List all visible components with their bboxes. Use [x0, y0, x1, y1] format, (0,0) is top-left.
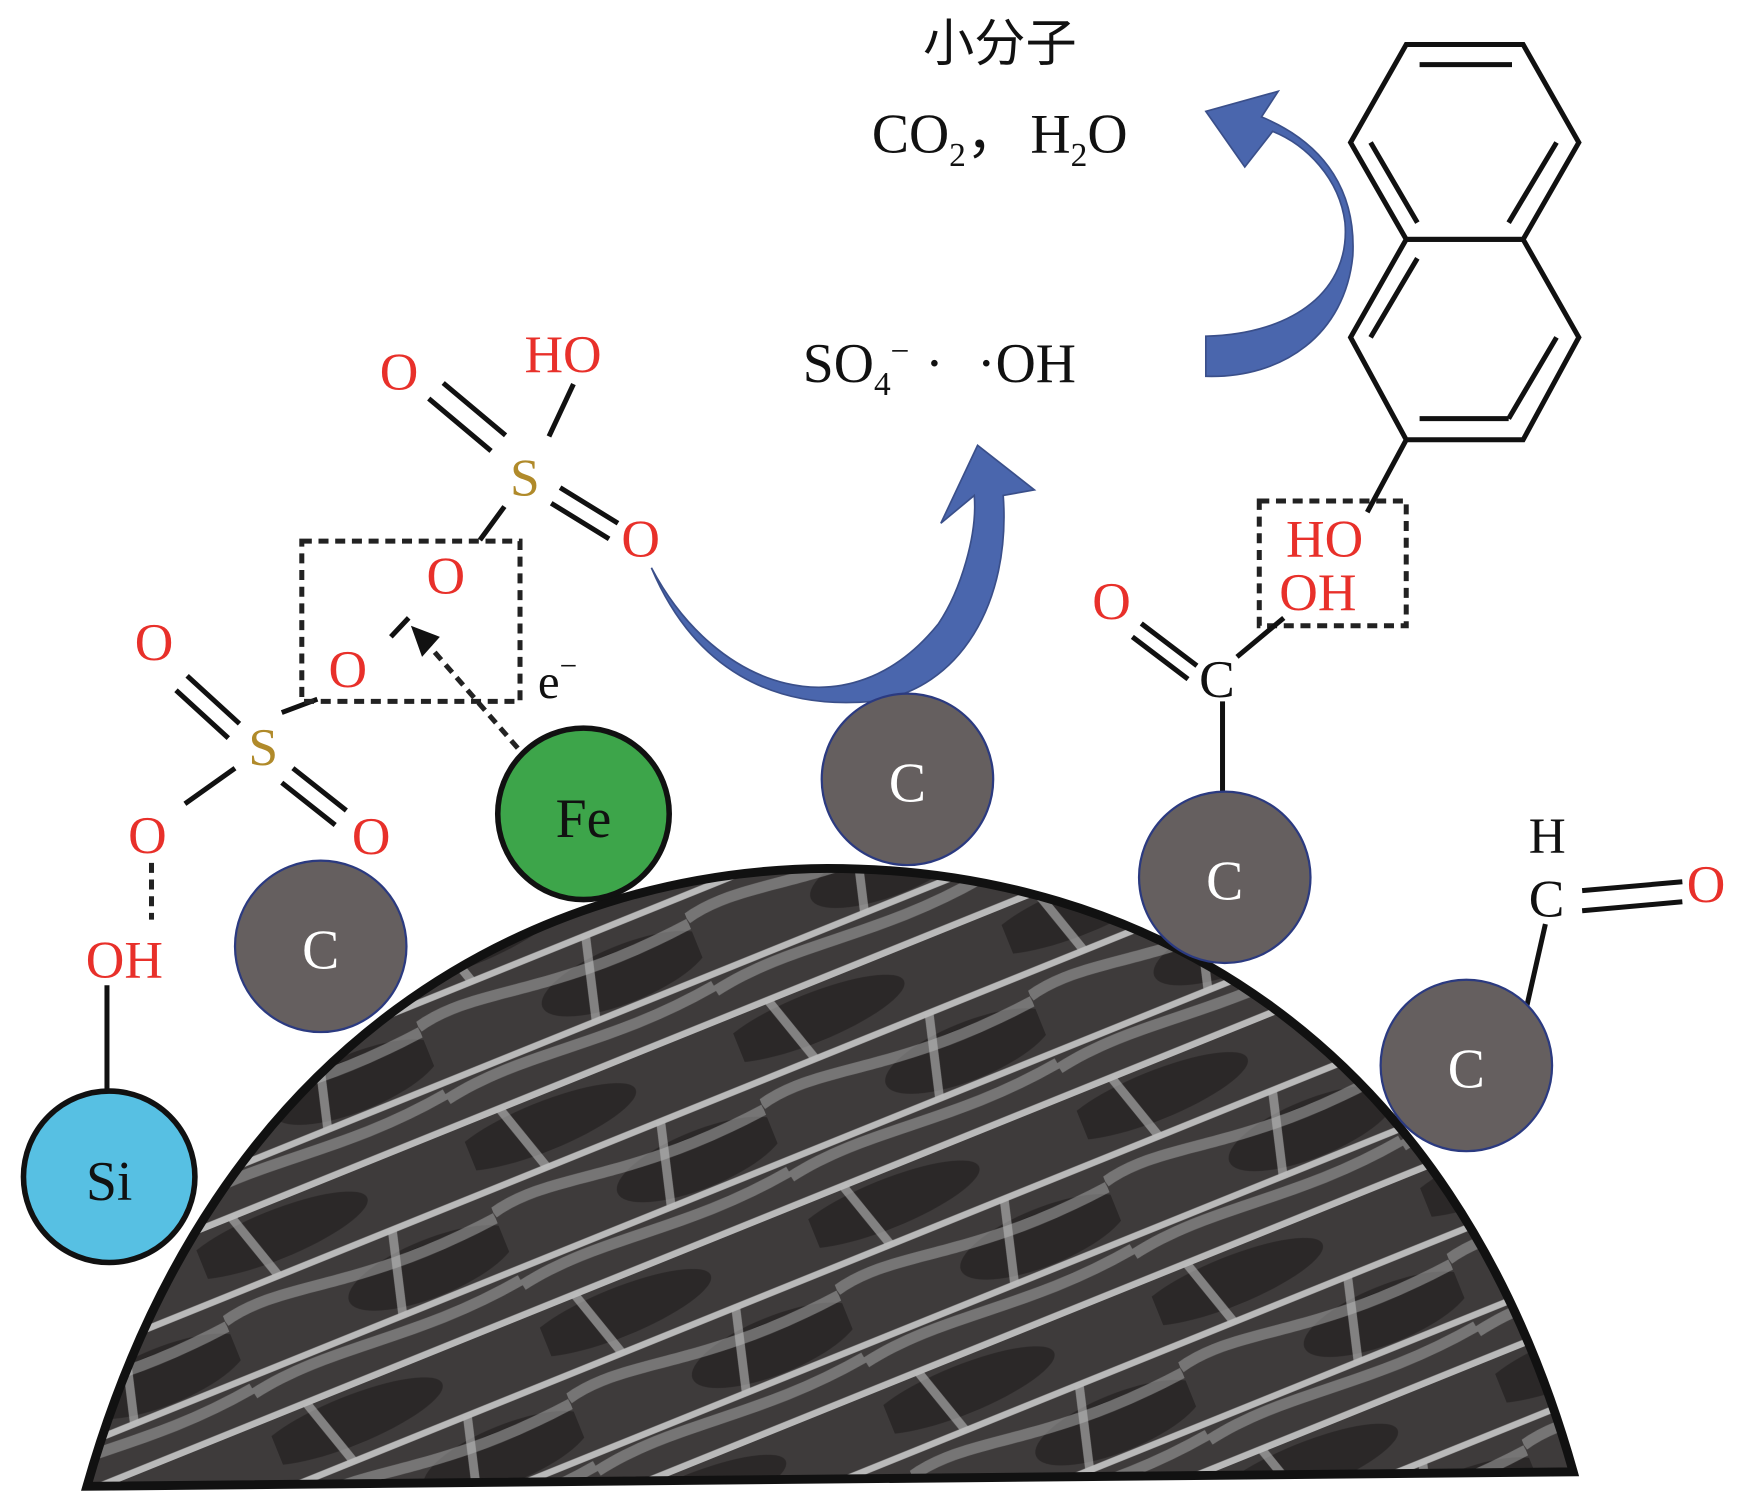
- radicals-formula: SO4−··OH: [803, 333, 1076, 403]
- silanol-oh-label: OH: [86, 930, 163, 990]
- svg-text:C: C: [1206, 851, 1243, 913]
- carbon-atom: C: [1379, 978, 1554, 1153]
- oxygen-label: O: [352, 806, 391, 866]
- carboxyl-carbon-label: C: [1199, 649, 1235, 709]
- carboxyl-bonds: [1130, 615, 1286, 793]
- silicon-atom: Si: [20, 1088, 198, 1266]
- sulfur-label: S: [510, 447, 540, 507]
- aldehyde-oxygen-label: O: [1687, 854, 1726, 914]
- aldehyde-hydrogen-label: H: [1529, 808, 1566, 865]
- carbon-fiber-substrate: [81, 863, 1580, 1491]
- oxygen-label: O: [135, 612, 174, 672]
- degradation-arrow: [1204, 89, 1354, 378]
- peroxide-oxygen-label: O: [329, 639, 368, 699]
- persulfate-bonds: [104, 381, 620, 1092]
- carboxyl-hydroxyl-label: OH: [1279, 562, 1356, 622]
- sulfur-label: S: [248, 717, 278, 777]
- small-molecules-heading: 小分子: [923, 16, 1077, 73]
- oxygen-label: O: [621, 509, 660, 569]
- aldehyde-bonds: [1524, 879, 1683, 1009]
- products-formula: CO2，H2O: [872, 104, 1128, 174]
- naphthalene-ring-structure: [1347, 42, 1582, 514]
- oxygen-label: O: [380, 342, 419, 402]
- naphthol-hydroxyl-label: HO: [1286, 509, 1363, 569]
- hydrogen-bond-highlight: [1256, 498, 1409, 629]
- svg-text:C: C: [889, 753, 926, 815]
- svg-text:Si: Si: [86, 1151, 132, 1213]
- hydroxyl-label: HO: [524, 324, 601, 384]
- oxygen-label: O: [128, 805, 167, 865]
- peroxide-oxygen-label: O: [426, 545, 465, 605]
- electron-label: e−: [538, 648, 577, 709]
- carbon-atom: C: [820, 692, 995, 867]
- activation-arrow: [650, 444, 1037, 704]
- svg-text:Fe: Fe: [556, 788, 612, 850]
- svg-text:C: C: [302, 920, 339, 982]
- svg-text:C: C: [1448, 1039, 1485, 1101]
- iron-atom: Fe: [494, 725, 672, 903]
- carboxyl-oxygen-label: O: [1092, 571, 1131, 631]
- carbon-atom: C: [1137, 790, 1312, 965]
- carbon-atom: C: [233, 859, 408, 1034]
- aldehyde-carbon-label: C: [1529, 868, 1565, 928]
